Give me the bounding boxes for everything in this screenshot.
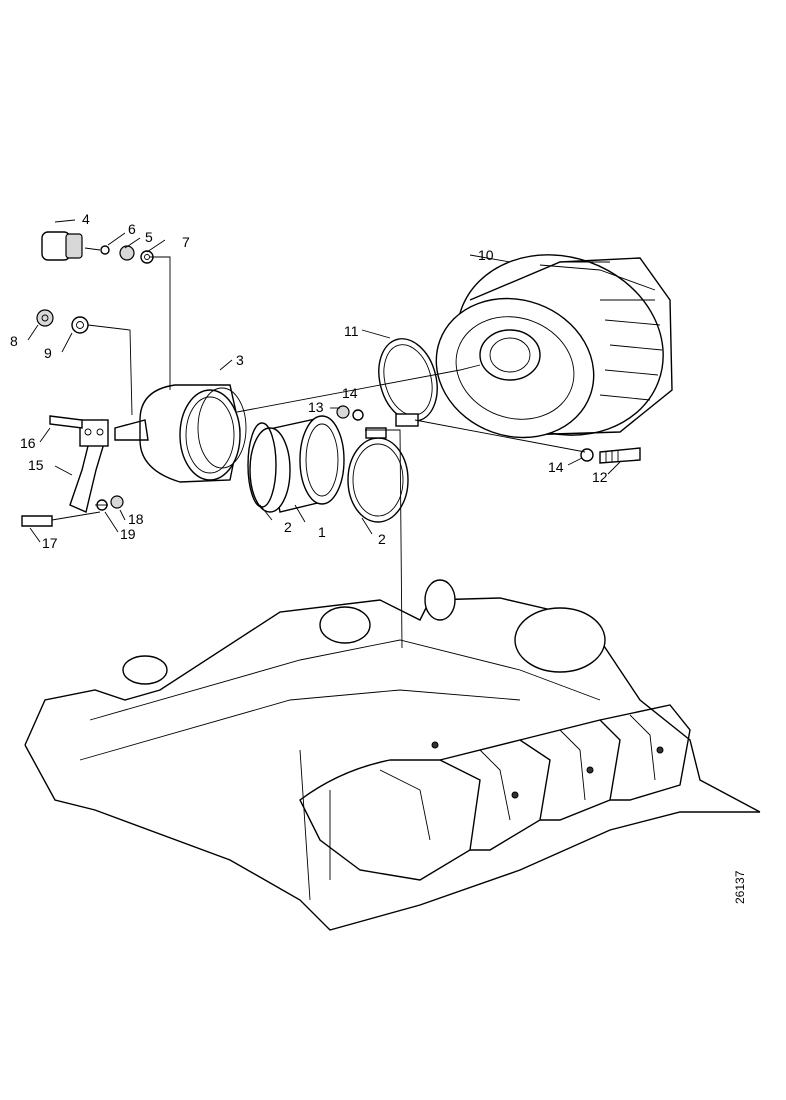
bolt-12 (599, 447, 641, 464)
alignment-lines (51, 247, 586, 649)
air-filter-housing (435, 254, 673, 439)
intake-elbow-3 (114, 384, 247, 483)
callout-16: 16 (20, 435, 36, 451)
washer-14b (580, 448, 594, 462)
nut-13 (336, 405, 350, 419)
callout-6: 6 (128, 221, 136, 237)
callout-8: 8 (10, 333, 18, 349)
bolt-16 (49, 415, 83, 429)
callout-18: 18 (128, 511, 144, 527)
callout-14: 14 (342, 385, 358, 401)
callout-2: 2 (284, 519, 292, 535)
callout-2: 2 (378, 531, 386, 547)
washer-6 (100, 245, 110, 255)
engine-assembly (24, 579, 761, 931)
reference-number: 26137 (733, 870, 747, 904)
indicator-4 (41, 231, 83, 261)
callout-7: 7 (182, 234, 190, 250)
nut-5 (119, 245, 135, 261)
callout-15: 15 (28, 457, 44, 473)
callout-4: 4 (82, 211, 90, 227)
bracket-15 (69, 418, 109, 513)
washer-14a (352, 409, 364, 421)
nut-18 (110, 495, 124, 509)
washer-9 (71, 316, 89, 334)
callout-19: 19 (120, 526, 136, 542)
callout-5: 5 (145, 229, 153, 245)
callout-10: 10 (478, 247, 494, 263)
callout-leaders (27, 219, 621, 543)
callout-17: 17 (42, 535, 58, 551)
callout-9: 9 (44, 345, 52, 361)
callout-3: 3 (236, 352, 244, 368)
bolt-17 (21, 515, 53, 527)
callout-14: 14 (548, 459, 564, 475)
nut-8 (36, 309, 54, 327)
callout-labels: 1 2 2 3 4 5 6 7 8 9 10 11 12 13 14 14 15… (10, 211, 608, 551)
callout-11: 11 (344, 323, 359, 339)
callout-1: 1 (318, 524, 326, 540)
callout-13: 13 (308, 399, 324, 415)
callout-12: 12 (592, 469, 608, 485)
hose-clamp-2b (347, 427, 409, 523)
hose-1 (249, 415, 345, 513)
